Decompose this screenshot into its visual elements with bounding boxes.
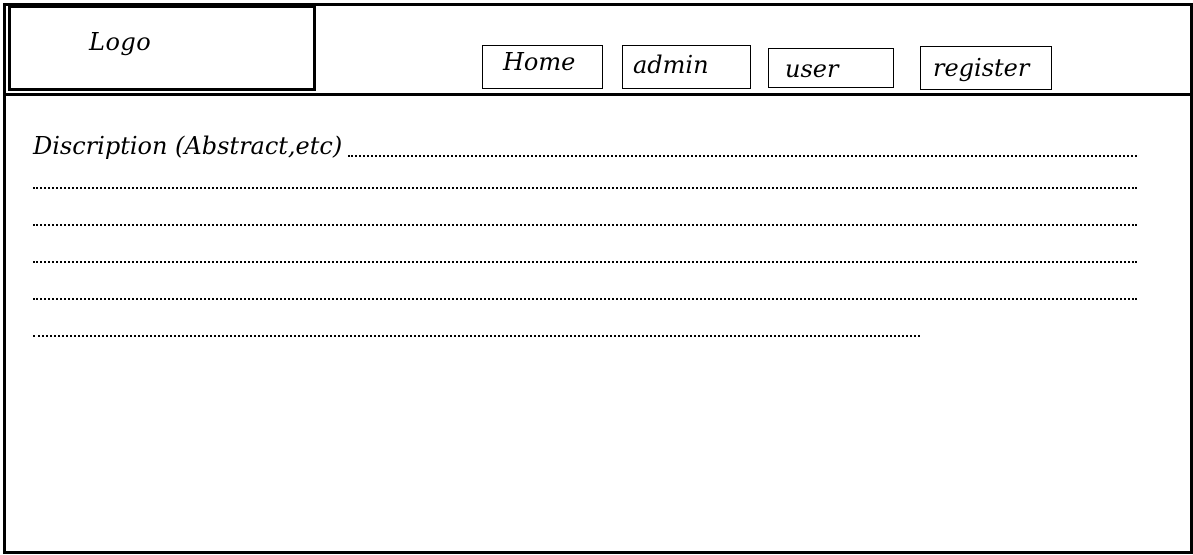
logo[interactable]: Logo [8,5,316,91]
nav-register-button[interactable]: register [920,46,1052,90]
dotted-placeholder-line [33,261,1137,263]
dotted-placeholder-line [348,155,1137,157]
dotted-placeholder-line [33,298,1137,300]
description-label: Discription (Abstract,etc) [33,132,343,160]
header-divider [3,93,1190,96]
nav-admin-button[interactable]: admin [622,45,751,89]
description-first-line: Discription (Abstract,etc) [33,128,1137,160]
dotted-placeholder-line [33,335,920,337]
logo-label: Logo [89,28,152,56]
description-section: Discription (Abstract,etc) [33,128,1137,337]
dotted-placeholder-line [33,187,1137,189]
nav-user-button[interactable]: user [768,48,894,88]
page-frame [3,3,1193,554]
dotted-placeholder-line [33,224,1137,226]
nav-home-button[interactable]: Home [482,45,603,89]
